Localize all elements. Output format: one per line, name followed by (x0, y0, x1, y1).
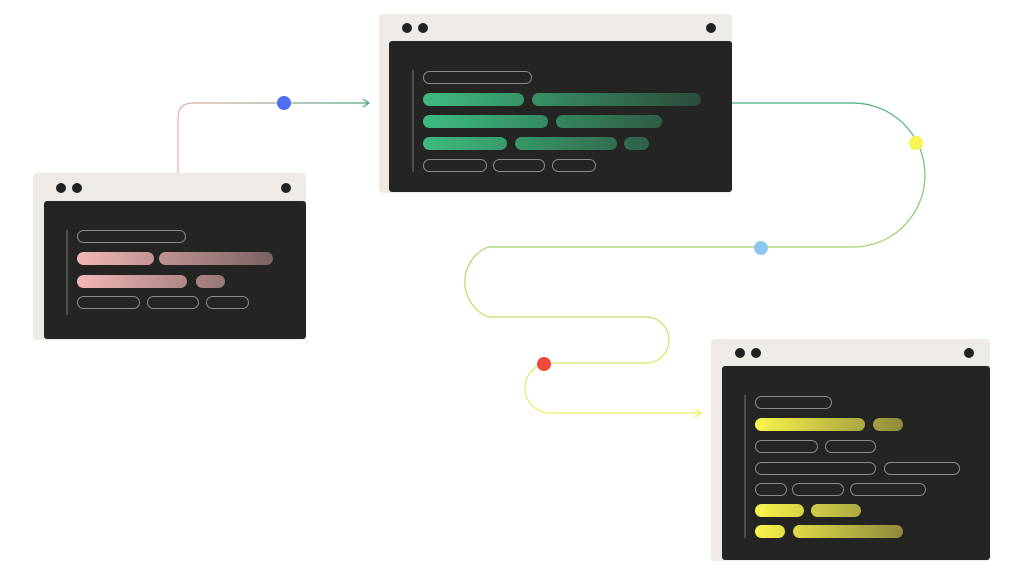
code-placeholder-bar (755, 418, 865, 431)
code-placeholder-outline (792, 483, 844, 496)
code-placeholder-outline (755, 440, 818, 453)
code-placeholder-bar (159, 252, 273, 265)
code-placeholder-outline (850, 483, 926, 496)
code-placeholder-bar (624, 137, 649, 150)
red-dot (537, 357, 551, 371)
connector-line-2 (464, 102, 926, 414)
code-placeholder-outline (423, 159, 487, 172)
yellow-dot (909, 136, 923, 150)
window-dot-icon (281, 183, 291, 193)
connector-line-1 (177, 102, 368, 173)
code-placeholder-outline (493, 159, 545, 172)
code-placeholder-bar (196, 275, 225, 288)
code-placeholder-outline (755, 396, 832, 409)
code-placeholder-outline (552, 159, 596, 172)
window-screen (44, 201, 306, 339)
code-window-pink (33, 173, 306, 340)
code-placeholder-bar (873, 418, 903, 431)
window-dot-icon (751, 348, 761, 358)
code-placeholder-bar (515, 137, 617, 150)
code-placeholder-outline (77, 296, 140, 309)
window-dot-icon (964, 348, 974, 358)
window-dot-icon (706, 23, 716, 33)
code-placeholder-bar (423, 93, 524, 106)
code-placeholder-bar (423, 115, 548, 128)
code-placeholder-bar (755, 504, 804, 517)
code-placeholder-outline (884, 462, 960, 475)
light-blue-dot (754, 241, 768, 255)
code-placeholder-bar (77, 252, 154, 265)
code-placeholder-bar (77, 275, 187, 288)
window-dot-icon (418, 23, 428, 33)
blue-dot (277, 96, 291, 110)
code-placeholder-bar (556, 115, 662, 128)
code-placeholder-outline (755, 462, 876, 475)
code-placeholder-bar (793, 525, 903, 538)
code-placeholder-outline (755, 483, 787, 496)
code-placeholder-outline (825, 440, 876, 453)
code-placeholder-outline (206, 296, 249, 309)
window-dot-icon (72, 183, 82, 193)
code-placeholder-outline (147, 296, 199, 309)
window-dot-icon (735, 348, 745, 358)
arrow-right-icon (694, 408, 703, 418)
code-window-green (379, 14, 732, 193)
code-placeholder-bar (755, 525, 785, 538)
code-window-yellow (711, 339, 990, 561)
code-placeholder-outline (77, 230, 186, 243)
code-placeholder-bar (423, 137, 507, 150)
window-dot-icon (402, 23, 412, 33)
code-placeholder-bar (532, 93, 701, 106)
arrow-right-icon (362, 98, 371, 108)
window-dot-icon (56, 183, 66, 193)
code-placeholder-bar (811, 504, 861, 517)
code-placeholder-outline (423, 71, 532, 84)
